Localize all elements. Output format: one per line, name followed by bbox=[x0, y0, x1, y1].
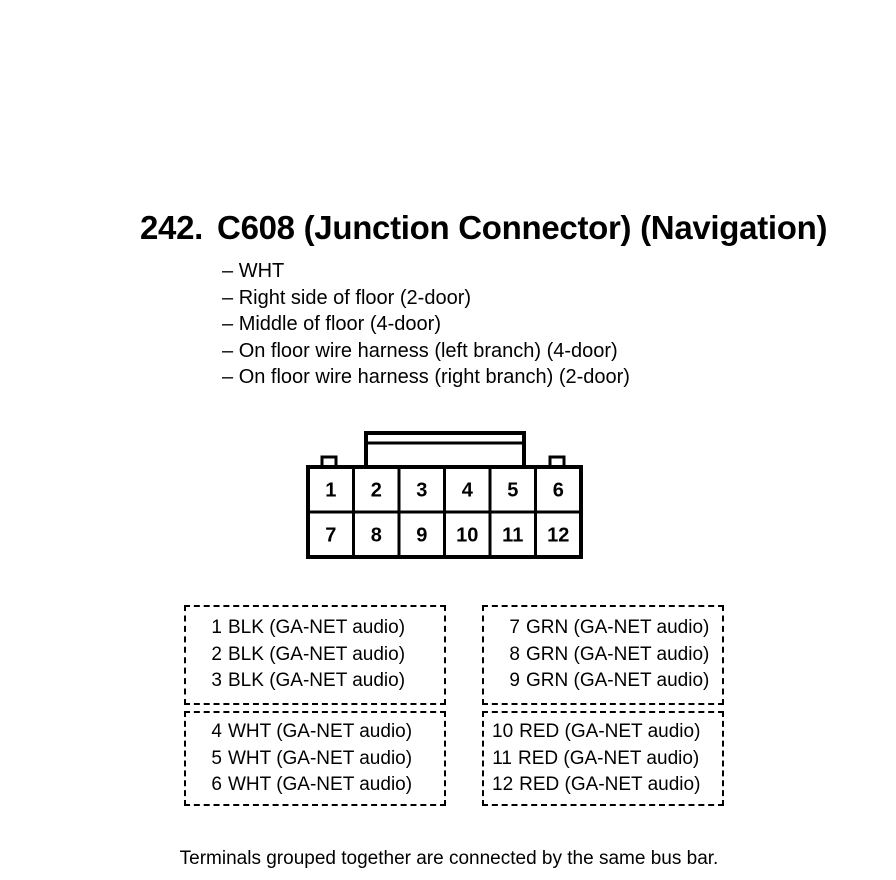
pin-number: 5 bbox=[211, 747, 222, 769]
pin-description: WHT (GA-NET audio) bbox=[228, 721, 413, 742]
pin-label-9: 9 bbox=[416, 525, 427, 547]
pin-cavity-12 bbox=[534, 510, 583, 559]
pin-description: WHT (GA-NET audio) bbox=[228, 774, 413, 795]
pin-label-5: 5 bbox=[507, 480, 518, 502]
note-item: Middle of floor (4-door) bbox=[222, 311, 630, 338]
pin-label-7: 7 bbox=[325, 525, 336, 547]
pin-number: 8 bbox=[509, 643, 520, 665]
pin-description: GRN (GA-NET audio) bbox=[526, 617, 710, 638]
connector-lock-tab bbox=[364, 431, 526, 469]
pin-row: 3 BLK (GA-NET audio) bbox=[202, 668, 444, 695]
pin-label-11: 11 bbox=[502, 525, 523, 547]
pin-number: 3 bbox=[211, 670, 222, 691]
pin-number: 2 bbox=[211, 643, 222, 665]
note-item: On floor wire harness (right branch) (2-… bbox=[222, 364, 630, 391]
pin-number: 4 bbox=[211, 721, 222, 742]
pin-row: 5 WHT (GA-NET audio) bbox=[202, 746, 444, 773]
pin-description: BLK (GA-NET audio) bbox=[228, 617, 406, 638]
pin-row: 9 GRN (GA-NET audio) bbox=[500, 668, 722, 695]
pin-number: 7 bbox=[509, 617, 520, 638]
note-item: On floor wire harness (left branch) (4-d… bbox=[222, 338, 630, 365]
note-item: WHT bbox=[222, 258, 630, 285]
connector-right-ear bbox=[548, 455, 566, 467]
pin-description: BLK (GA-NET audio) bbox=[228, 643, 406, 665]
pin-description: WHT (GA-NET audio) bbox=[228, 747, 413, 769]
pin-row: 2 BLK (GA-NET audio) bbox=[202, 642, 444, 669]
connector-notes: WHT Right side of floor (2-door) Middle … bbox=[222, 258, 630, 391]
pin-description: RED (GA-NET audio) bbox=[518, 747, 700, 769]
pin-row: 8 GRN (GA-NET audio) bbox=[500, 642, 722, 669]
pin-number: 10 bbox=[492, 721, 514, 742]
pin-number: 12 bbox=[492, 774, 514, 795]
pin-number: 11 bbox=[492, 747, 512, 769]
pin-description: RED (GA-NET audio) bbox=[519, 721, 701, 742]
pin-row: 4 WHT (GA-NET audio) bbox=[202, 719, 444, 746]
pin-label-8: 8 bbox=[371, 525, 382, 547]
pin-row: 11 RED (GA-NET audio) bbox=[492, 746, 722, 773]
pin-number: 6 bbox=[211, 774, 222, 795]
pin-label-3: 3 bbox=[416, 480, 427, 502]
pin-label-6: 6 bbox=[553, 480, 564, 502]
pin-label-1: 1 bbox=[325, 480, 336, 502]
pin-description: BLK (GA-NET audio) bbox=[228, 670, 406, 691]
pin-label-2: 2 bbox=[371, 480, 382, 502]
connector-number: 242. bbox=[140, 209, 204, 246]
pin-row: 1 BLK (GA-NET audio) bbox=[202, 615, 444, 642]
pin-description: GRN (GA-NET audio) bbox=[526, 643, 710, 665]
pin-number: 1 bbox=[211, 617, 222, 638]
bus-bar-note-text: Terminals grouped together are connected… bbox=[179, 848, 719, 869]
pin-number: 9 bbox=[509, 670, 520, 691]
pin-description: GRN (GA-NET audio) bbox=[526, 670, 710, 691]
pin-row: 7 GRN (GA-NET audio) bbox=[500, 615, 722, 642]
pin-row: 6 WHT (GA-NET audio) bbox=[202, 772, 444, 799]
pin-description: RED (GA-NET audio) bbox=[519, 774, 701, 795]
bus-bar-note: Terminals grouped together are connected… bbox=[0, 848, 896, 870]
pin-label-10: 10 bbox=[456, 525, 478, 547]
connector-title: 242. C608 (Junction Connector) (Navigatio… bbox=[140, 209, 827, 247]
connector-left-ear bbox=[320, 455, 338, 467]
pin-label-12: 12 bbox=[547, 525, 569, 547]
connector-name: C608 (Junction Connector) (Navigation) bbox=[217, 209, 828, 246]
pin-label-4: 4 bbox=[462, 480, 474, 502]
note-item: Right side of floor (2-door) bbox=[222, 285, 630, 312]
